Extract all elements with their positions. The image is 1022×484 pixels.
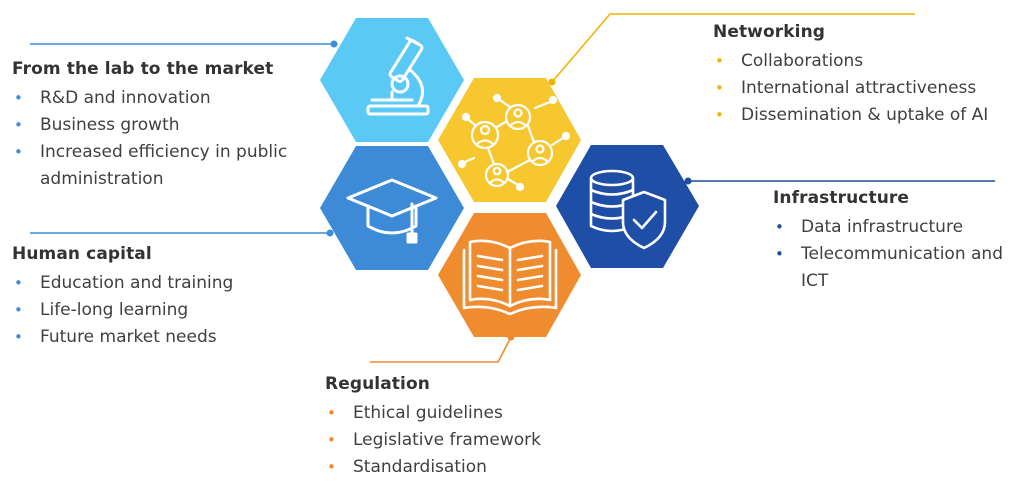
list-item: • Standardisation: [325, 454, 655, 481]
list-item: • Ethical guidelines: [325, 400, 655, 427]
list-item-label: Business growth: [40, 115, 180, 135]
list-item: • International attractiveness: [713, 75, 1018, 102]
connector-dot-infrastructure: [684, 177, 692, 185]
list-item: ICT: [773, 268, 1018, 295]
hex-shape-yellow: [438, 78, 581, 202]
section-regulation: Regulation • Ethical guidelines • Legislat…: [325, 374, 655, 481]
list-item: • R&D and innovation: [12, 85, 332, 112]
hexagon-microscope: [320, 18, 464, 142]
section-human-capital: Human capital • Education and training • L…: [12, 244, 332, 351]
microscope-icon: [366, 36, 430, 116]
connector-dot-human: [326, 229, 334, 237]
list-item: • Future market needs: [12, 324, 332, 351]
section-title: Networking: [713, 22, 826, 42]
list-item-label: Telecommunication and: [801, 244, 1003, 264]
item-list: • Data infrastructure • Telecommunication …: [773, 214, 1018, 295]
section-title: Regulation: [325, 374, 430, 394]
bullet-icon: •: [775, 245, 784, 263]
list-item: • Life-long learning: [12, 297, 332, 324]
section-infrastructure: Infrastructure • Data infrastructure • Tel…: [773, 188, 1018, 295]
list-item-label: Life-long learning: [40, 300, 189, 320]
list-item-label: Education and training: [40, 273, 234, 293]
list-item-label: Increased efficiency in public: [40, 142, 288, 162]
list-item-label: Dissemination & uptake of AI: [741, 105, 989, 125]
bullet-icon: •: [14, 328, 23, 346]
list-item-label: Future market needs: [40, 327, 217, 347]
connector-dot-networking: [548, 78, 556, 86]
list-item-label: Standardisation: [353, 457, 487, 477]
list-item-label: Legislative framework: [353, 430, 542, 450]
bullet-icon: •: [14, 116, 23, 134]
list-item: • Education and training: [12, 270, 332, 297]
section-title: From the lab to the market: [12, 59, 274, 79]
bullet-icon: •: [327, 404, 336, 422]
list-item: • Legislative framework: [325, 427, 655, 454]
hexagon-database: [556, 145, 699, 268]
list-item-label: ICT: [801, 271, 829, 291]
list-item: • Business growth: [12, 112, 332, 139]
graduation-cap-icon: [346, 178, 438, 244]
open-book-icon: [462, 239, 558, 316]
list-item-label: Data infrastructure: [801, 217, 964, 237]
connector-regulation: [370, 336, 512, 363]
hexagon-graduation: [320, 146, 464, 270]
bullet-icon: •: [327, 458, 336, 476]
connector-dot-lab: [330, 40, 338, 48]
section-networking: Networking • Collaborations • Internationa…: [713, 22, 1018, 129]
hexagon-book: [438, 213, 581, 337]
list-item: • Dissemination & uptake of AI: [713, 102, 1018, 129]
database-shield-icon: [589, 169, 667, 250]
list-item-label: International attractiveness: [741, 78, 977, 98]
list-item: • Telecommunication and: [773, 241, 1018, 268]
bullet-icon: •: [715, 79, 724, 97]
section-title: Human capital: [12, 244, 152, 264]
hexagon-network: [438, 78, 581, 202]
list-item-label: Ethical guidelines: [353, 403, 503, 423]
section-lab-to-market: From the lab to the market • R&D and inno…: [12, 59, 332, 193]
bullet-icon: •: [775, 218, 784, 236]
list-item-label: R&D and innovation: [40, 88, 211, 108]
list-item: • Collaborations: [713, 48, 1018, 75]
people-network-icon: [457, 93, 571, 192]
bullet-icon: •: [14, 274, 23, 292]
item-list: • Education and training • Life-long learn…: [12, 270, 332, 351]
list-item: • Increased efficiency in public: [12, 139, 332, 166]
bullet-icon: •: [14, 301, 23, 319]
item-list: • R&D and innovation • Business growth • In…: [12, 85, 332, 193]
item-list: • Ethical guidelines • Legislative framewo…: [325, 400, 655, 481]
bullet-icon: •: [14, 89, 23, 107]
list-item: administration: [12, 166, 332, 193]
bullet-icon: •: [14, 143, 23, 161]
bullet-icon: •: [715, 52, 724, 70]
list-item: • Data infrastructure: [773, 214, 1018, 241]
bullet-icon: •: [327, 431, 336, 449]
section-title: Infrastructure: [773, 188, 910, 208]
list-item-label: Collaborations: [741, 51, 864, 71]
list-item-label: administration: [40, 169, 164, 189]
connector-networking: [551, 13, 915, 83]
item-list: • Collaborations • International attractiv…: [713, 48, 1018, 129]
bullet-icon: •: [715, 106, 724, 124]
hex-shape-mid-blue: [320, 146, 464, 270]
